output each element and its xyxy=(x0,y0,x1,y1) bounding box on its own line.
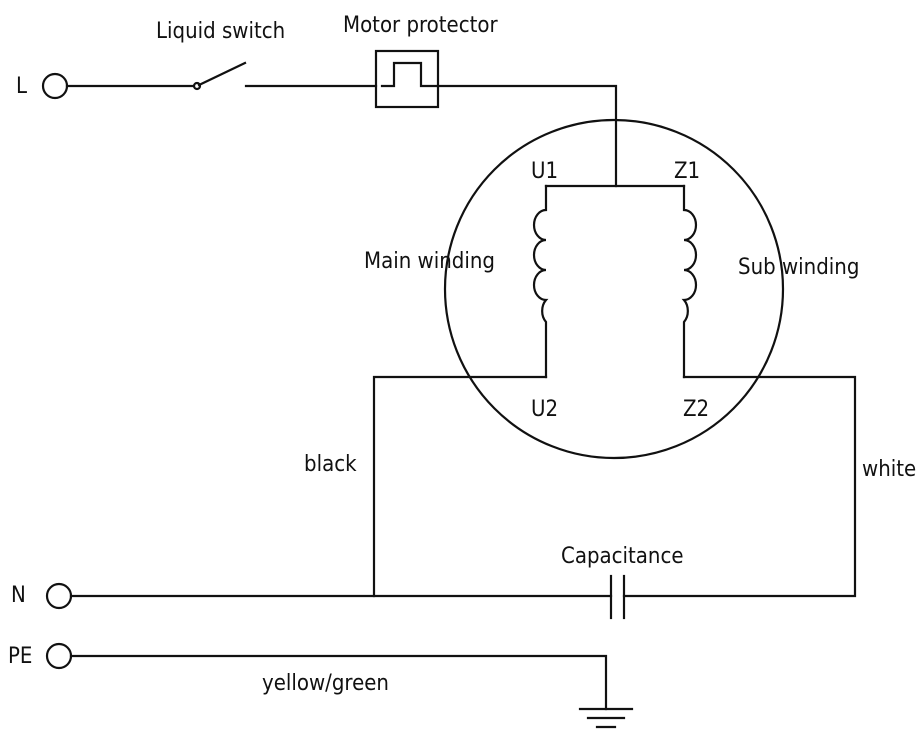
main-winding-label: Main winding xyxy=(364,249,495,274)
yellow-green-label: yellow/green xyxy=(262,671,389,696)
liquid-switch-label: Liquid switch xyxy=(156,19,285,44)
terminal-n-label: N xyxy=(11,583,26,608)
terminal-z1-label: Z1 xyxy=(674,159,700,184)
terminal-l-label: L xyxy=(16,74,27,99)
white-wire-label: white xyxy=(862,457,916,482)
terminal-u2-label: U2 xyxy=(531,397,558,422)
terminal-n xyxy=(45,582,73,610)
sub-winding-coil xyxy=(681,184,698,379)
wire-protector-to-u1 xyxy=(436,84,618,188)
terminal-pe xyxy=(45,642,73,670)
sub-winding-label: Sub winding xyxy=(738,255,859,280)
motor-protector-label: Motor protector xyxy=(343,13,498,38)
wire-pe xyxy=(69,654,608,711)
liquid-switch-blade xyxy=(197,61,247,87)
ground-icon xyxy=(578,707,634,729)
wire-u2-black xyxy=(372,375,548,598)
motor-protector-box xyxy=(374,49,440,109)
capacitance-label: Capacitance xyxy=(561,544,684,569)
motor-housing xyxy=(443,118,785,460)
main-winding-coil xyxy=(532,184,549,379)
black-wire-label: black xyxy=(304,452,357,477)
terminal-l xyxy=(41,72,69,100)
liquid-switch-pivot xyxy=(192,81,202,91)
terminal-pe-label: PE xyxy=(8,644,32,669)
wire-z2-white xyxy=(622,375,857,598)
motor-protector-symbol xyxy=(380,61,440,88)
terminal-z2-label: Z2 xyxy=(683,397,709,422)
terminal-u1-label: U1 xyxy=(531,159,558,184)
